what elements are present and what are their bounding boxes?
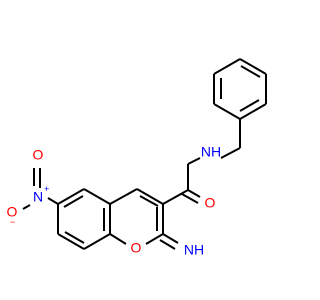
amide-nh-label: NH bbox=[201, 144, 221, 160]
nitro-bonds bbox=[22, 168, 59, 210]
carbonyl-o-label: O bbox=[205, 195, 216, 211]
ring-o-label: O bbox=[131, 240, 142, 256]
nitro-o-minus-label: O bbox=[7, 204, 18, 220]
pyran-ring bbox=[109, 188, 164, 245]
benzo-ring bbox=[57, 188, 111, 250]
amide-group bbox=[162, 147, 241, 205]
imine-nh-label: NH bbox=[184, 242, 204, 258]
nitro-n-label: N bbox=[33, 189, 43, 205]
phenyl-ring bbox=[213, 58, 267, 120]
nitro-o-top-label: O bbox=[33, 147, 44, 163]
imine-bond bbox=[159, 233, 179, 250]
nitro-n-charge: + bbox=[44, 184, 49, 194]
molecule-structure: NH O O NH N + O O − bbox=[7, 58, 267, 258]
nitro-o-minus-charge: − bbox=[10, 217, 15, 227]
